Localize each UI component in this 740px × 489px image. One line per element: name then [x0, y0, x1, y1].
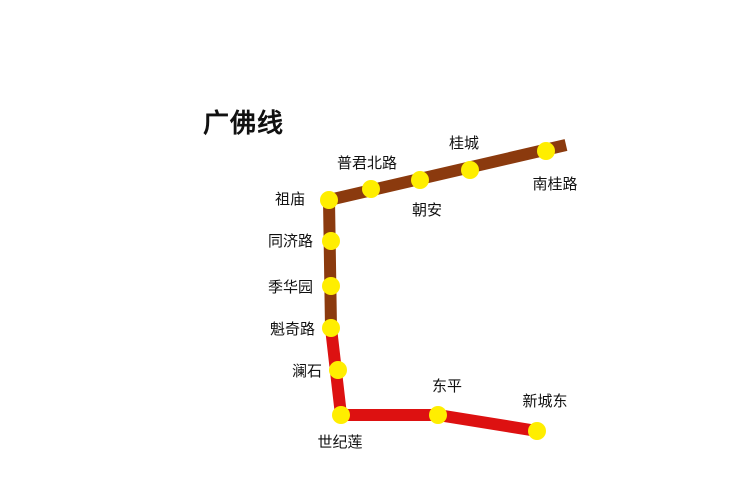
line-segment-north — [323, 139, 568, 329]
station-label-xinchengdong: 新城东 — [522, 392, 567, 410]
stations — [320, 142, 555, 440]
station-label-shijilian: 世纪莲 — [317, 433, 362, 451]
station-marker-jihuayuan — [322, 277, 340, 295]
station-label-jihuayuan: 季华园 — [268, 278, 313, 296]
station-marker-nanguilu — [537, 142, 555, 160]
station-label-lanshi: 澜石 — [292, 362, 322, 380]
station-label-zumiao: 祖庙 — [275, 190, 305, 208]
station-label-guicheng: 桂城 — [449, 134, 479, 152]
station-label-nanguilu: 南桂路 — [532, 175, 577, 193]
map-title: 广佛线 — [203, 109, 285, 139]
station-marker-shijilian — [332, 406, 350, 424]
station-marker-guicheng — [461, 161, 479, 179]
station-marker-lanshi — [329, 361, 347, 379]
station-marker-xinchengdong — [528, 422, 546, 440]
station-marker-pujunbeilu — [362, 180, 380, 198]
station-marker-dongping — [429, 406, 447, 424]
station-label-tongjilu: 同济路 — [268, 232, 313, 250]
station-marker-tongjilu — [322, 232, 340, 250]
station-label-dongping: 东平 — [432, 377, 462, 395]
station-label-kuiqilu: 魁奇路 — [270, 320, 315, 338]
station-label-pujunbeilu: 普君北路 — [337, 154, 397, 172]
station-marker-zumiao — [320, 191, 338, 209]
station-marker-kuiqilu — [322, 319, 340, 337]
station-label-chaoan: 朝安 — [412, 201, 442, 219]
station-marker-chaoan — [411, 171, 429, 189]
